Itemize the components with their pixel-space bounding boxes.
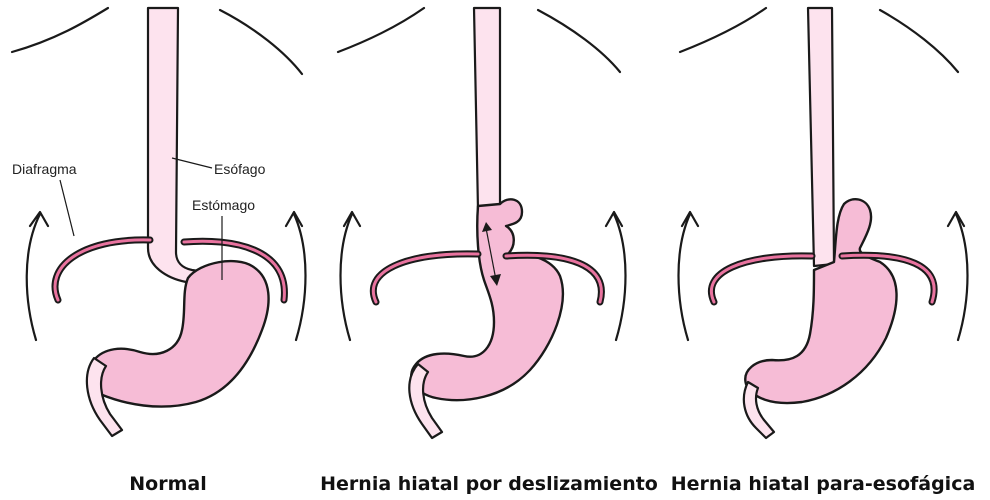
panel-sliding-hernia <box>338 8 626 438</box>
panel-paraesophageal-hernia <box>679 8 968 438</box>
stomach-label: Estómago <box>192 197 255 213</box>
esophagus <box>474 8 500 210</box>
left-rib-line <box>12 8 108 52</box>
stomach <box>88 261 269 406</box>
esophagus-label: Esófago <box>214 161 266 177</box>
right-rib-line <box>220 10 302 74</box>
caption-sliding-hernia: Hernia hiatal por deslizamiento <box>320 472 658 496</box>
caption-paraesophageal-hernia: Hernia hiatal para-esofágica <box>671 472 976 496</box>
right-body-contour <box>286 212 306 340</box>
caption-normal: Normal <box>129 472 206 496</box>
esophagus <box>808 8 834 266</box>
diaphragm-label: Diafragma <box>12 161 77 177</box>
panel-normal: Diafragma Esófago Estómago <box>12 8 306 436</box>
left-body-contour <box>27 212 48 340</box>
hiatal-hernia-illustration: Diafragma Esófago Estómago <box>0 0 990 440</box>
